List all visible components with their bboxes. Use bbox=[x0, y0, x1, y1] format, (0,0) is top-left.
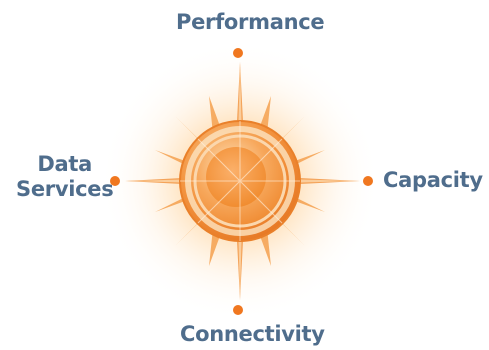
label-connectivity: Connectivity bbox=[180, 322, 325, 346]
dot-top bbox=[233, 48, 243, 58]
disc-crosshair bbox=[180, 121, 300, 241]
label-data-services: Data Services bbox=[16, 152, 114, 202]
label-data-services-line1: Data bbox=[37, 152, 93, 176]
dot-right bbox=[363, 176, 373, 186]
dot-bottom bbox=[233, 305, 243, 315]
label-performance: Performance bbox=[176, 10, 325, 34]
label-data-services-line2: Services bbox=[16, 177, 114, 201]
label-capacity: Capacity bbox=[383, 168, 483, 192]
dot-left bbox=[110, 176, 120, 186]
